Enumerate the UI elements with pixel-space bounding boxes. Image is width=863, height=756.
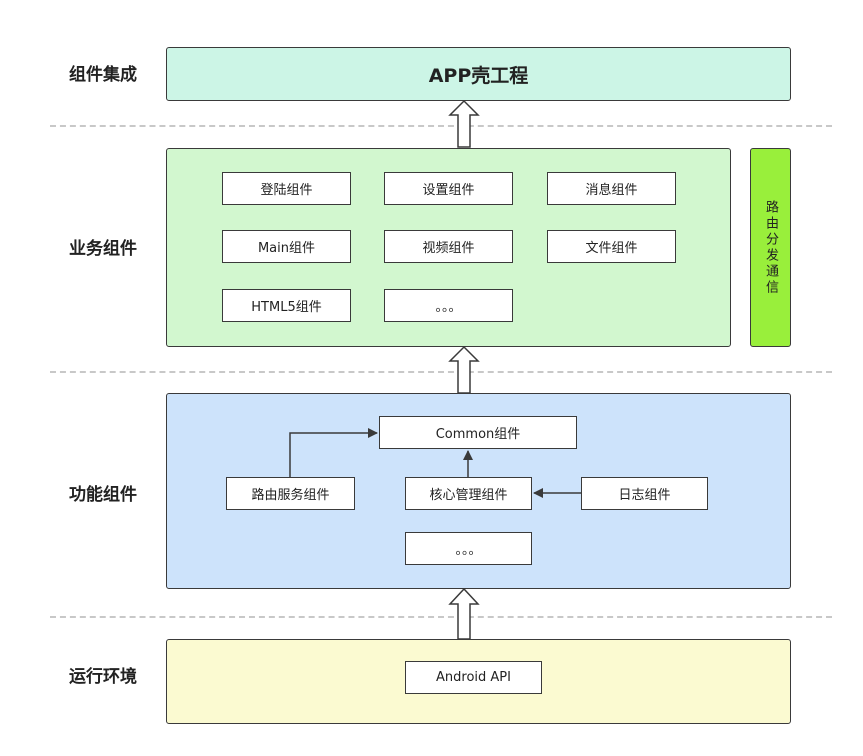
label-functional: 功能组件 [69, 485, 137, 505]
app-shell-title: APP壳工程 [428, 64, 529, 87]
message-component: 消息组件 [547, 172, 676, 205]
layer-divider [50, 616, 832, 618]
core-management-component: 核心管理组件 [405, 477, 532, 510]
main-component: Main组件 [222, 230, 351, 263]
common-component: Common组件 [379, 416, 577, 449]
android-api: Android API [405, 661, 542, 694]
layer-divider [50, 371, 832, 373]
more-functional-components: 。。。 [405, 532, 532, 565]
log-component: 日志组件 [581, 477, 708, 510]
router-service-component: 路由服务组件 [226, 477, 355, 510]
label-integration: 组件集成 [69, 65, 137, 85]
login-component: 登陆组件 [222, 172, 351, 205]
app-shell-panel: APP壳工程 [166, 47, 791, 101]
label-business: 业务组件 [69, 239, 137, 259]
layer-divider [50, 125, 832, 127]
video-component: 视频组件 [384, 230, 513, 263]
routing-panel: 路由分发通信 [750, 148, 791, 347]
arrow-runtime-to-functional [448, 587, 480, 640]
html5-component: HTML5组件 [222, 289, 351, 322]
settings-component: 设置组件 [384, 172, 513, 205]
label-runtime: 运行环境 [69, 667, 137, 687]
routing-label: 路由分发通信 [763, 199, 778, 296]
arrow-business-to-shell [448, 99, 480, 148]
file-component: 文件组件 [547, 230, 676, 263]
more-business-components: 。。。 [384, 289, 513, 322]
arrow-functional-to-business [448, 345, 480, 394]
